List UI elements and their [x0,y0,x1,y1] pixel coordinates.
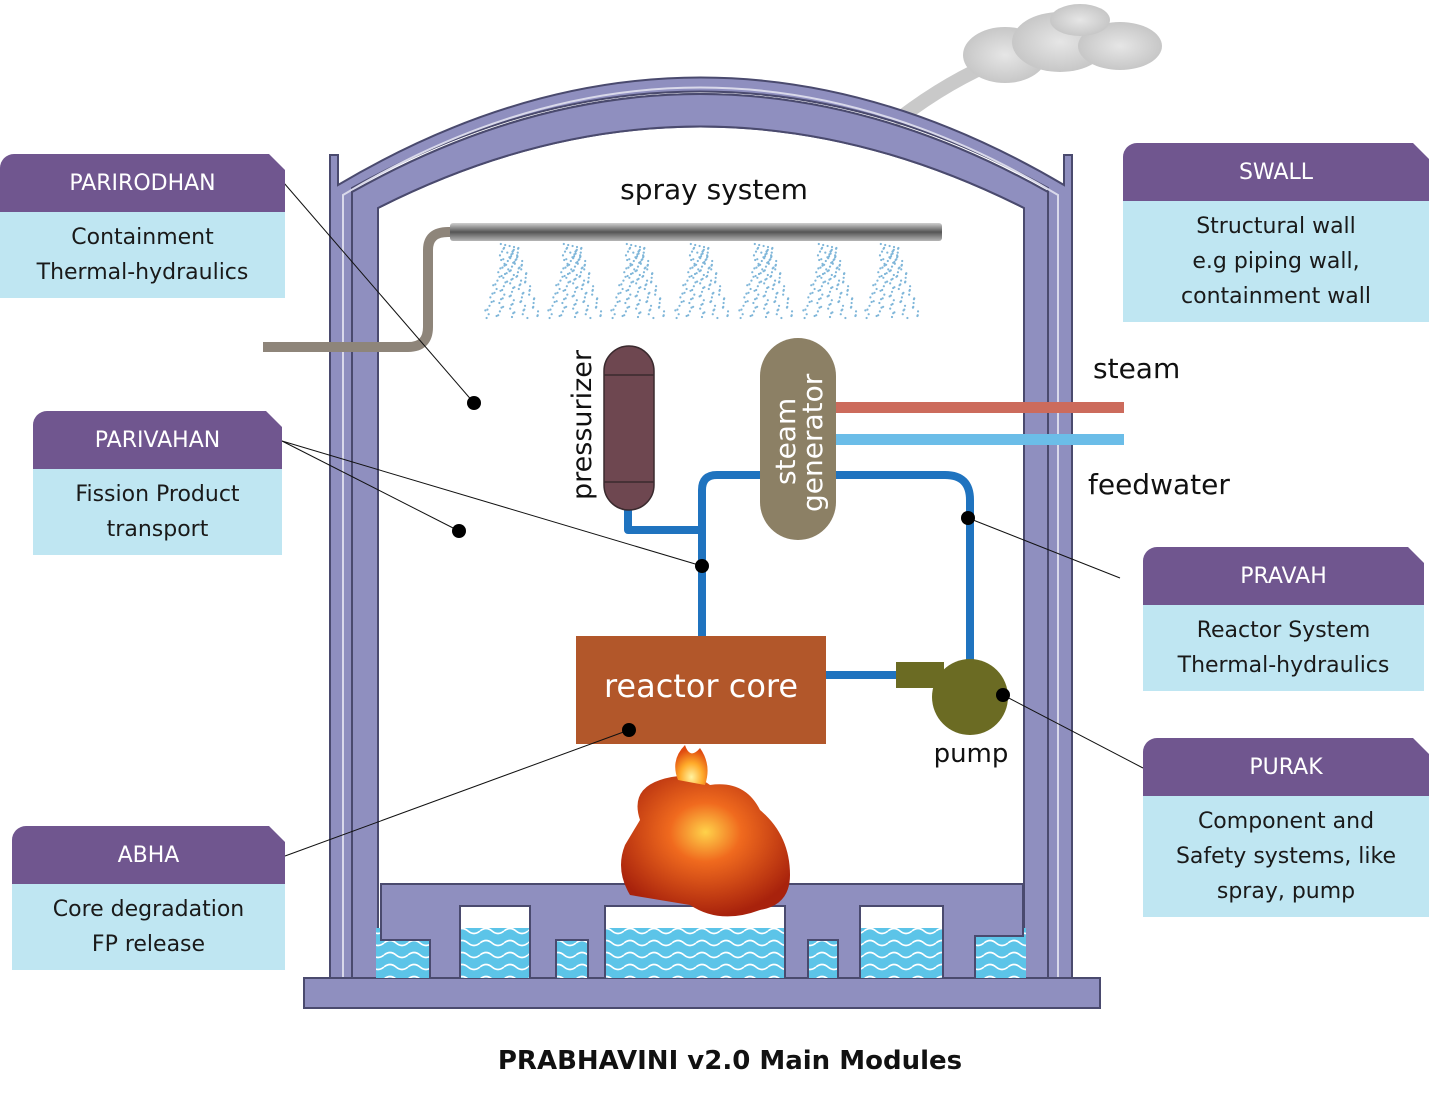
coolant-loop-piping [624,471,974,679]
pump-body [896,659,1008,735]
figure-caption: PRABHAVINI v2.0 Main Modules [497,1046,963,1076]
module-description: Containment Thermal-hydraulics [0,212,285,298]
module-purak: PURAK Component and Safety systems, like… [1143,738,1429,917]
feedwater-label: feedwater [1088,468,1230,501]
steam-generator-label-line2: generator [796,373,829,512]
module-description: Core degradation FP release [12,884,285,970]
spray-system [263,223,942,352]
module-description: Reactor System Thermal-hydraulics [1143,605,1424,691]
pressurizer-vessel [603,345,655,511]
module-description: Component and Safety systems, like spray… [1143,796,1429,917]
module-abha: ABHA Core degradation FP release [12,826,285,970]
spray-header-pipe [450,223,942,241]
module-title: PRAVAH [1143,547,1424,605]
steam-lines [830,402,1124,445]
module-title: PARIRODHAN [0,154,285,212]
spray-nozzle [674,242,730,320]
steam-generator-label-line1: steam [769,398,802,485]
spray-system-label: spray system [620,173,808,206]
spray-nozzle [802,242,858,320]
pump-label: pump [934,739,1009,769]
module-title: ABHA [12,826,285,884]
spray-nozzle [610,242,666,320]
module-parivahan: PARIVAHAN Fission Product transport [33,411,282,555]
module-title: SWALL [1123,143,1429,201]
spray-nozzle [484,242,540,320]
spray-nozzles [484,242,920,320]
molten-corium [621,745,790,917]
sump-water [376,928,1026,978]
module-description: Fission Product transport [33,469,282,555]
pressurizer-label: pressurizer [567,349,598,500]
module-title: PARIVAHAN [33,411,282,469]
spray-nozzle [738,242,794,320]
base-slab [303,977,1101,1009]
floor-structure [380,883,1024,979]
reactor-core-block [576,636,826,744]
module-swall: SWALL Structural wall e.g piping wall, c… [1123,143,1429,322]
module-title: PURAK [1143,738,1429,796]
spray-nozzle [547,242,603,320]
steam-label: steam [1093,352,1180,385]
steam-generator-vessel [760,338,836,540]
module-pravah: PRAVAH Reactor System Thermal-hydraulics [1143,547,1424,691]
spray-nozzle [864,242,920,320]
connector-lines [281,182,1144,857]
module-parirodhan: PARIRODHAN Containment Thermal-hydraulic… [0,154,285,298]
module-description: Structural wall e.g piping wall, contain… [1123,201,1429,322]
connector-dots [452,396,1010,737]
reactor-core-label: reactor core [604,667,798,705]
smoke-plume [893,4,1162,125]
